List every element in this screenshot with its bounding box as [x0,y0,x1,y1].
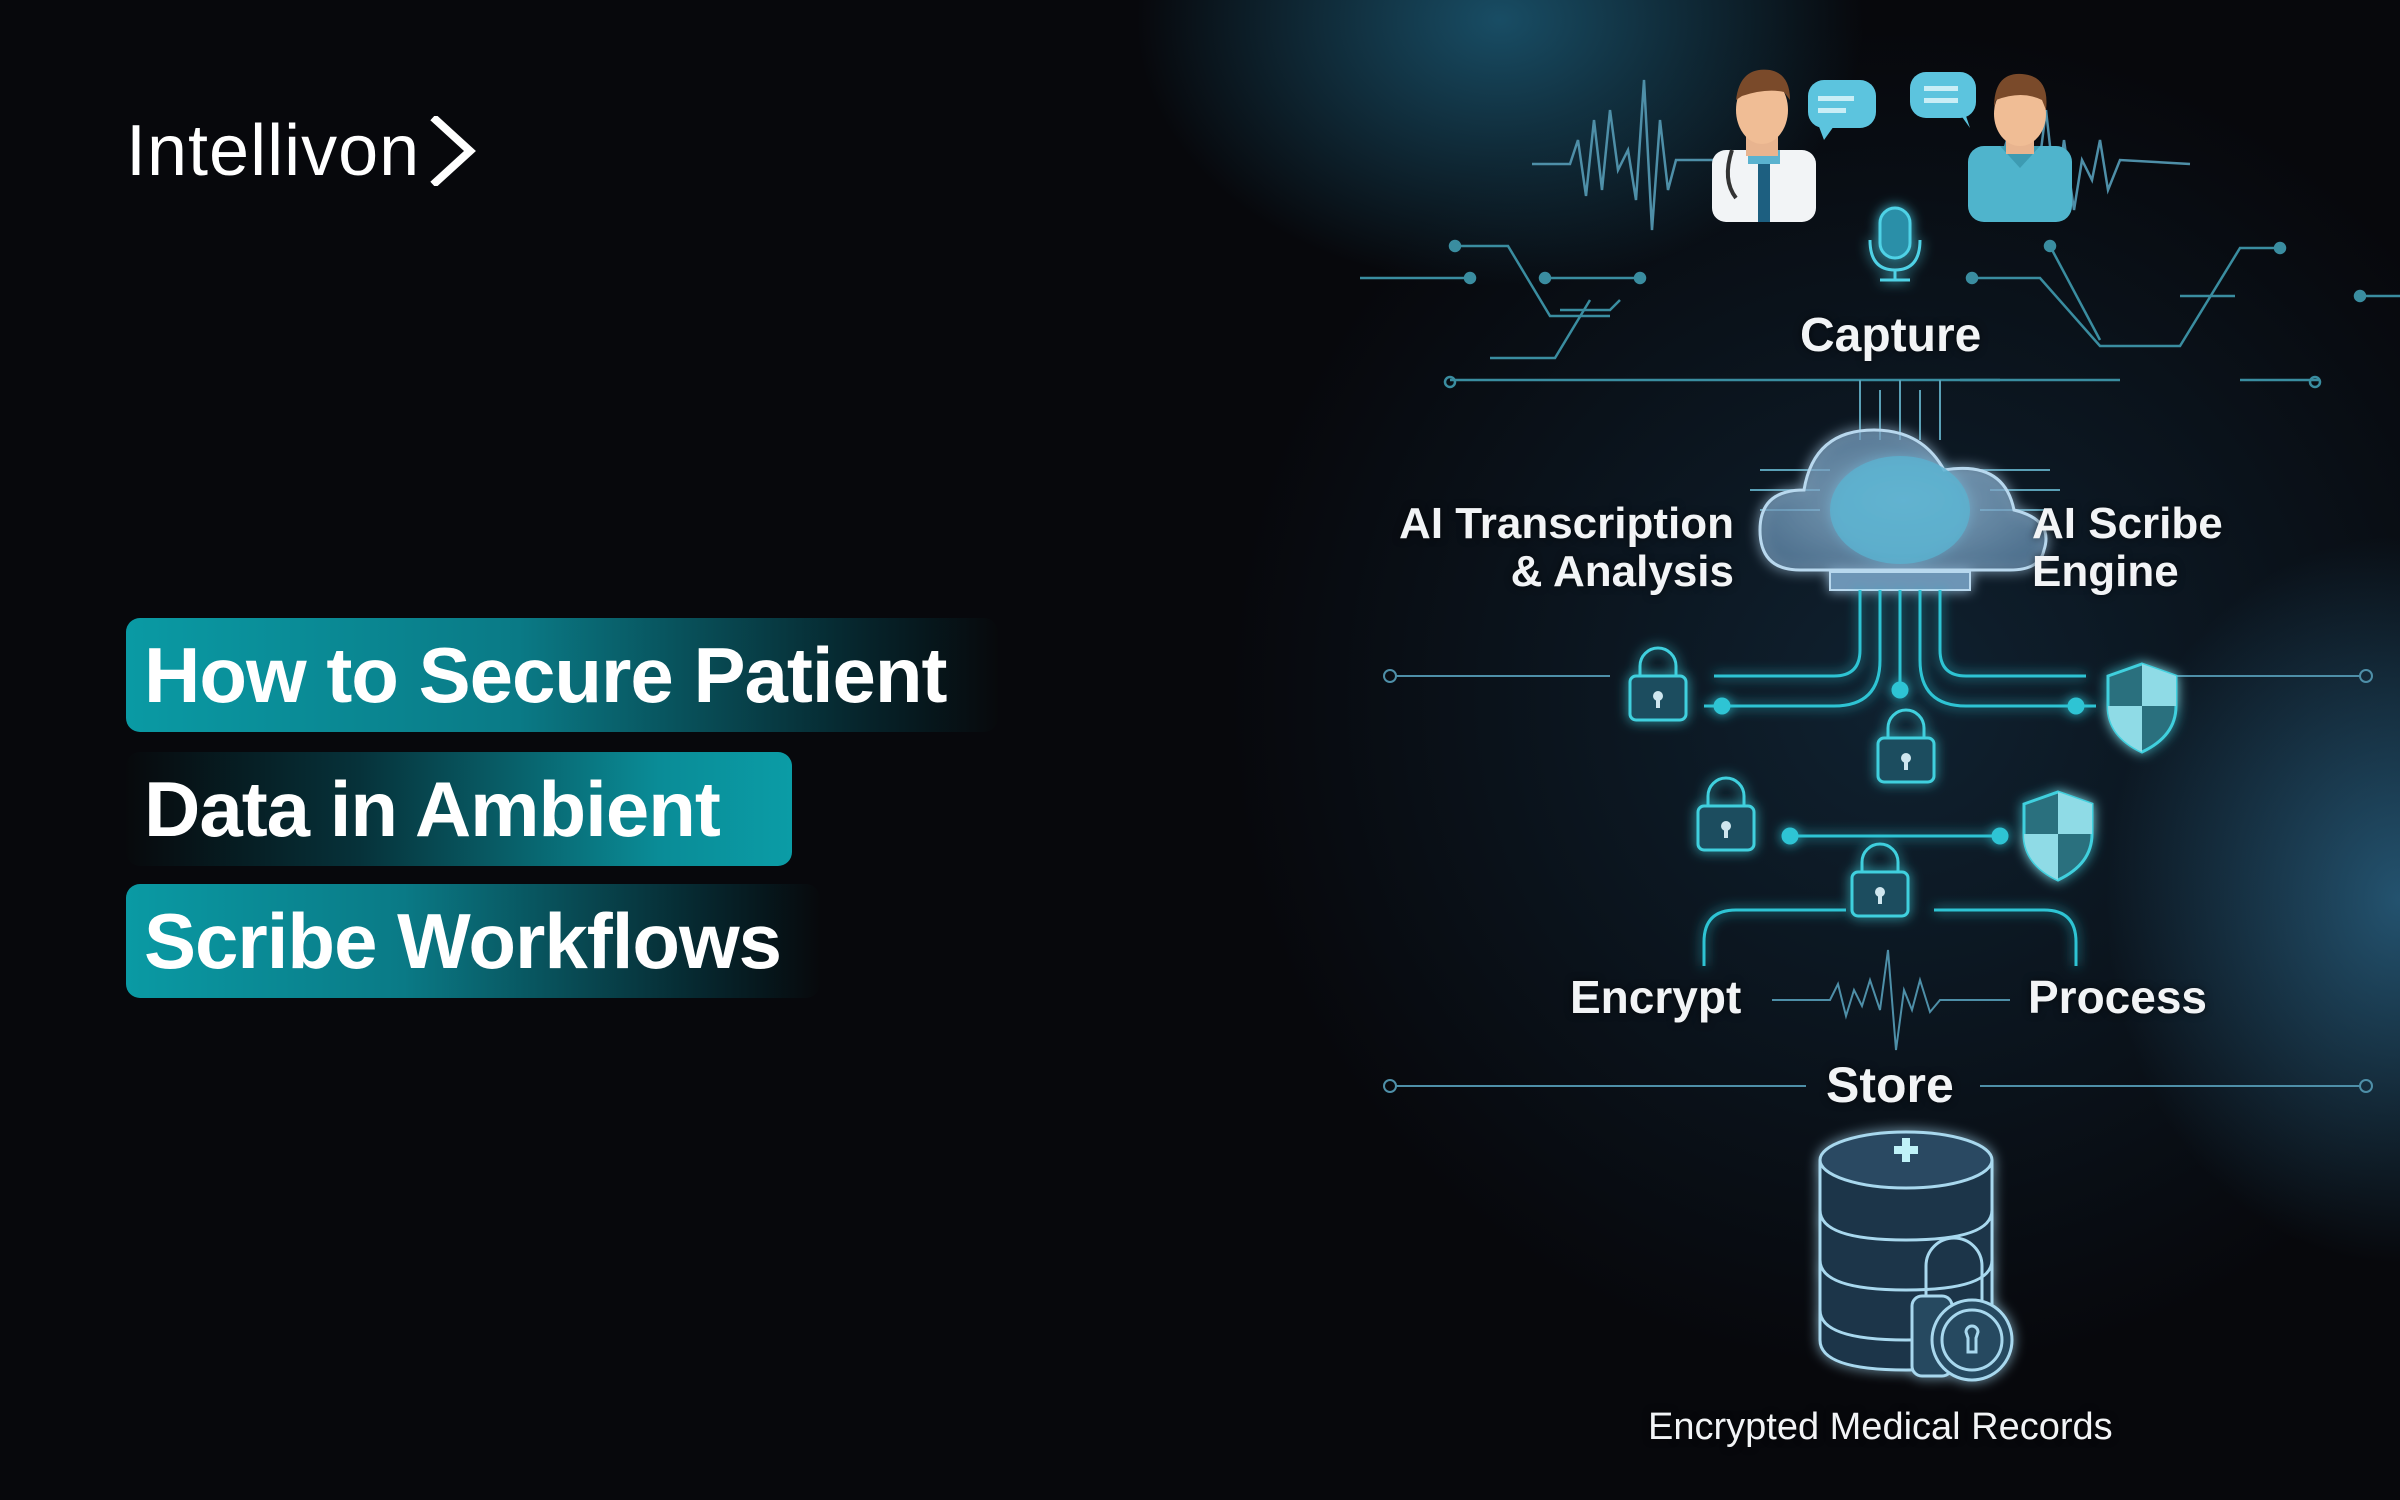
stage-label-transcription-line-2: & Analysis [1510,547,1734,596]
chevron-right-icon [430,116,477,186]
doctor-icon [1712,69,1816,222]
stage-label-encrypt: Encrypt [1570,971,1742,1023]
brand-name: Intellivon [126,111,421,191]
stage-label-engine: AI Scribe Engine [2032,500,2223,596]
stage-label-store: Store [1826,1057,1954,1113]
patient-icon [1968,73,2072,222]
title-line-2: Data in Ambient [126,752,792,866]
stage-label-transcription: AI Transcription & Analysis [1388,500,1734,596]
stage-label-engine-line-1: AI Scribe [2032,499,2223,548]
database-lock-icon [1818,1130,2014,1382]
microphone-icon [1868,206,1922,282]
circuit-traces [1360,239,2400,389]
stage-label-capture: Capture [1800,309,1982,362]
padlock-icon [1628,646,1936,918]
shield-icon [2022,662,2178,882]
workflow-diagram: Capture AI Transcription & Analysis AI S… [1360,0,2400,1500]
stage-label-engine-line-2: Engine [2032,547,2179,596]
stage-label-transcription-line-1: AI Transcription [1399,499,1734,548]
speech-bubble-icon [1808,72,1976,140]
cloud-brain-icon [1758,428,2048,591]
title-line-1: How to Secure Patient [126,618,998,732]
brand-logo: Intellivon [126,110,477,192]
stage-label-process: Process [2028,971,2208,1023]
stage-label-records: Encrypted Medical Records [1648,1406,2113,1448]
title-line-3: Scribe Workflows [126,884,820,998]
